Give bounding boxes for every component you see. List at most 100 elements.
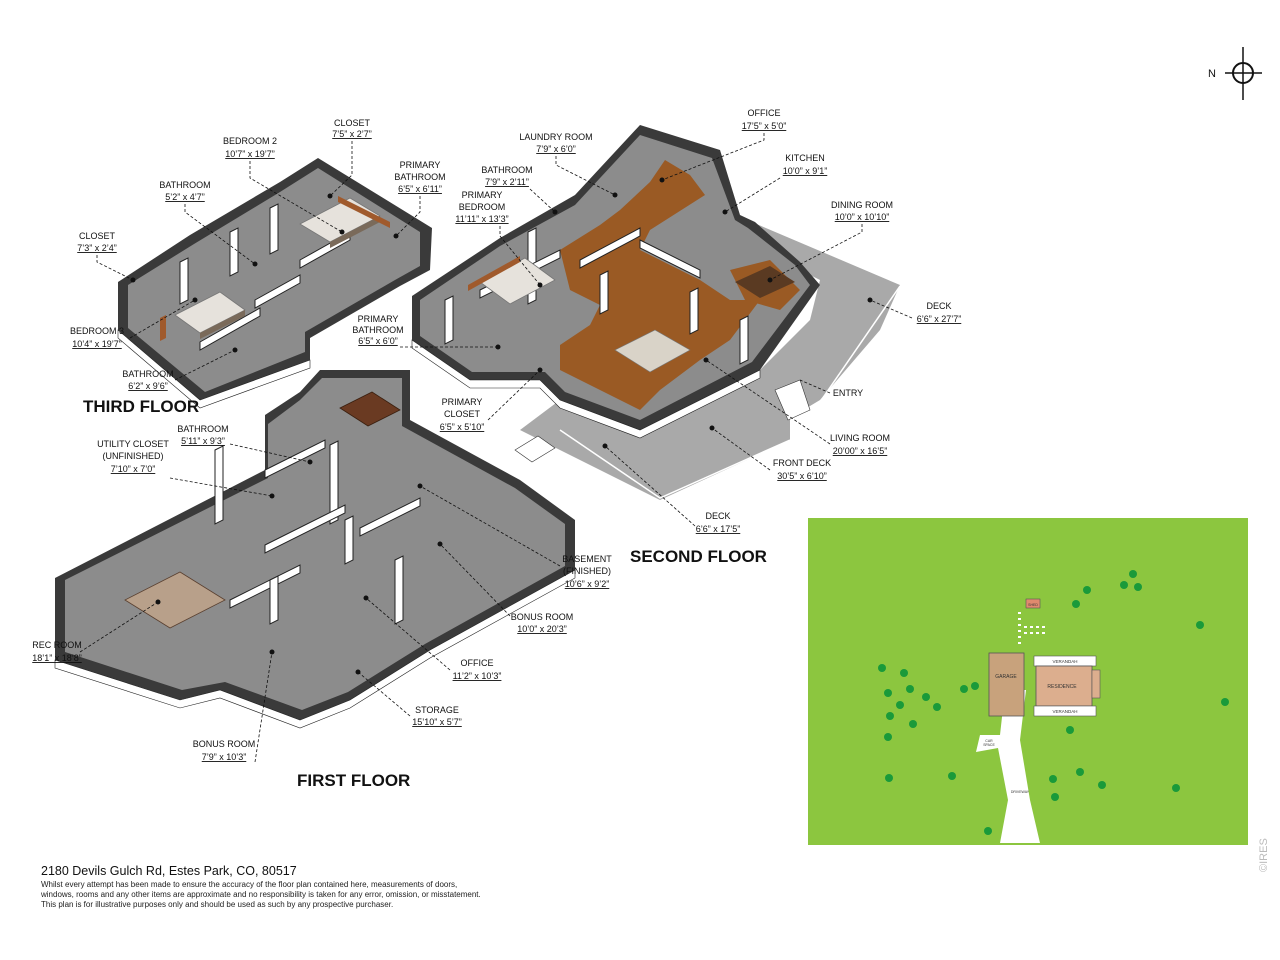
label-third-bathroom-a: BATHROOM 5’2” x 4’7”	[159, 180, 258, 267]
room-dimension: 7’5” x 2’7”	[332, 129, 372, 139]
room-dimension: 7’9” x 10’3”	[202, 752, 247, 762]
room-dimension: 10’0” x 9’1”	[783, 166, 828, 176]
label-third-bedroom-3: BEDROOM 3 10’4” x 19’7”	[70, 297, 198, 349]
label-second-front-deck: FRONT DECK 30’5” x 6’10”	[709, 425, 831, 481]
room-name: DECK	[705, 511, 730, 521]
label-third-bathroom-b: BATHROOM 6’2” x 9’6”	[122, 347, 238, 391]
room-name-line2: (UNFINISHED)	[103, 451, 164, 461]
room-name: BONUS ROOM	[193, 739, 256, 749]
room-name: BEDROOM 3	[70, 326, 124, 336]
room-name: ENTRY	[833, 388, 863, 398]
room-name: OFFICE	[748, 108, 781, 118]
label-second-kitchen: KITCHEN 10’0” x 9’1”	[722, 153, 828, 215]
room-name: CLOSET	[334, 118, 371, 128]
label-second-bathroom: BATHROOM 7’9” x 2’11”	[481, 165, 558, 215]
car-space-label-line2: SPACE	[983, 743, 995, 747]
room-name: PRIMARY	[400, 160, 441, 170]
room-name: DECK	[926, 301, 951, 311]
tree-icons	[878, 570, 1229, 835]
copyright-mark: ©IRES	[1258, 838, 1270, 872]
room-name: DINING ROOM	[831, 200, 893, 210]
room-dimension: 6’6” x 27’7”	[917, 314, 962, 324]
first-floor-title: FIRST FLOOR	[297, 771, 410, 790]
room-name: REC ROOM	[32, 640, 82, 650]
room-name: PRIMARY	[462, 190, 503, 200]
site-plan: GARAGE VERANDAH RESIDENCE VERANDAH SHED …	[808, 518, 1248, 845]
room-name: OFFICE	[461, 658, 494, 668]
label-first-bathroom: BATHROOM 5’11” x 9’3”	[177, 424, 313, 465]
room-name: BATHROOM	[122, 369, 173, 379]
label-second-entry: ENTRY	[799, 379, 863, 398]
label-first-bonus-room-bottom: BONUS ROOM 7’9” x 10’3”	[193, 649, 275, 763]
room-dimension: 6’6” x 17’5”	[696, 524, 741, 534]
label-second-primary-closet: PRIMARY CLOSET 6’5” x 5’10”	[440, 367, 543, 432]
room-name: KITCHEN	[785, 153, 825, 163]
room-dimension: 5’11” x 9’3”	[181, 436, 225, 446]
room-name: LAUNDRY ROOM	[519, 132, 592, 142]
room-name: PRIMARY	[358, 314, 399, 324]
label-first-bonus-room-right: BONUS ROOM 10’0” x 20’3”	[437, 541, 574, 634]
room-name: FRONT DECK	[773, 458, 831, 468]
label-second-living: LIVING ROOM 20’00” x 16’5”	[703, 357, 890, 456]
room-dimension: 6’5” x 5’10”	[440, 422, 485, 432]
verandah-bottom	[1033, 705, 1097, 717]
verandah-top-label: VERANDAH	[1052, 659, 1077, 664]
room-name: UTILITY CLOSET	[97, 439, 169, 449]
room-dimension: 7’9” x 6’0”	[536, 144, 576, 154]
driveway-label: DRIVEWAY	[1011, 790, 1030, 794]
room-dimension: 10’0” x 20’3”	[517, 624, 567, 634]
label-first-rec-room: REC ROOM 18’1” x 18’8”	[32, 599, 161, 663]
room-dimension: 18’1” x 18’8”	[32, 653, 82, 663]
room-dimension: 6’2” x 9’6”	[128, 381, 168, 391]
room-name: BONUS ROOM	[511, 612, 574, 622]
room-dimension: 7’10” x 7’0”	[111, 464, 156, 474]
disclaimer-line-1: Whilst every attempt has been made to en…	[41, 880, 458, 889]
residence-label: RESIDENCE	[1047, 684, 1077, 690]
label-third-closet-top: CLOSET 7’5” x 2’7”	[327, 118, 372, 199]
room-dimension: 10’0” x 10’10”	[835, 212, 890, 222]
room-dimension: 30’5” x 6’10”	[777, 471, 827, 481]
room-name: BASEMENT	[562, 554, 612, 564]
room-dimension: 10’7” x 19’7”	[225, 149, 275, 159]
room-name: CLOSET	[79, 231, 116, 241]
garage	[988, 652, 1025, 717]
label-third-closet-left: CLOSET 7’3” x 2’4”	[77, 231, 136, 283]
room-name-line2: BATHROOM	[352, 325, 403, 335]
room-name: BATHROOM	[177, 424, 228, 434]
label-first-storage: STORAGE 15’10” x 5’7”	[355, 669, 462, 727]
room-name: PRIMARY	[442, 397, 483, 407]
room-dimension: 7’3” x 2’4”	[77, 243, 117, 253]
first-floor-plan: FIRST FLOOR	[54, 370, 576, 790]
shed	[1025, 598, 1041, 609]
room-name: BATHROOM	[481, 165, 532, 175]
shed-label: SHED	[1028, 603, 1038, 607]
room-name-line2: CLOSET	[444, 409, 481, 419]
second-floor-plan: SECOND FLOOR	[411, 125, 901, 566]
label-first-office: OFFICE 11’2” x 10’3”	[363, 595, 501, 681]
room-name: BEDROOM 2	[223, 136, 277, 146]
car-space-label: CAR	[985, 739, 993, 743]
room-dimension: 10’4” x 19’7”	[72, 339, 122, 349]
driveway	[976, 690, 1040, 843]
disclaimer-line-2: windows, rooms and any other items are a…	[41, 890, 481, 899]
deck-railings	[559, 195, 901, 499]
fence-posts	[1018, 612, 1045, 644]
compass-north-label: N	[1208, 68, 1216, 80]
room-name-line2: BATHROOM	[394, 172, 445, 182]
room-dimension: 17’5” x 5’0”	[742, 121, 787, 131]
room-dimension: 7’9” x 2’11”	[485, 177, 529, 187]
label-second-primary-bathroom: PRIMARY BATHROOM 6’5” x 6’0”	[352, 314, 501, 350]
label-second-deck-bottom: DECK 6’6” x 17’5”	[602, 443, 741, 534]
room-name-line2: BEDROOM	[459, 202, 506, 212]
label-second-deck-right: DECK 6’6” x 27’7”	[867, 297, 962, 324]
label-third-primary-bathroom: PRIMARY BATHROOM 6’5” x 6’11”	[393, 160, 446, 239]
label-first-basement: BASEMENT (FINISHED) 10’6” x 9’2”	[417, 483, 612, 589]
verandah-bottom-label: VERANDAH	[1052, 709, 1077, 714]
room-dimension: 10’6” x 9’2”	[565, 579, 610, 589]
label-third-bedroom-2: BEDROOM 2 10’7” x 19’7”	[223, 136, 345, 235]
third-floor-title: THIRD FLOOR	[83, 397, 199, 416]
room-dimension: 5’2” x 4’7”	[165, 192, 205, 202]
room-name: STORAGE	[415, 705, 459, 715]
second-floor-title: SECOND FLOOR	[630, 547, 767, 566]
